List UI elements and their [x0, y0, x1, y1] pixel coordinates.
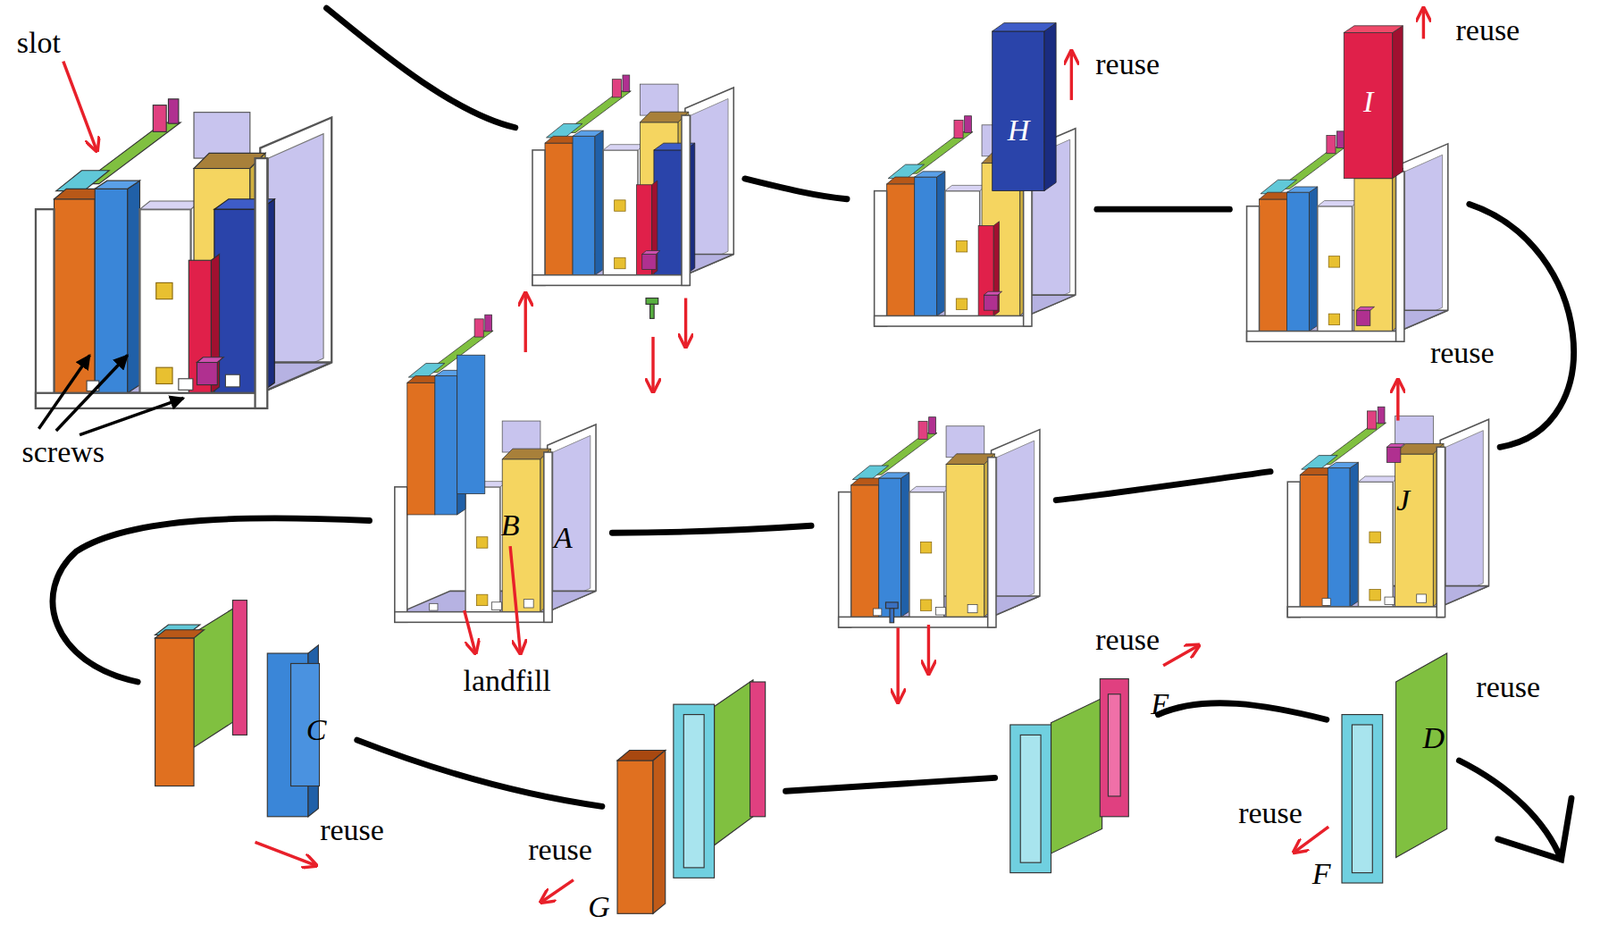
part-label: slot: [16, 27, 61, 59]
callout-letter: I: [1363, 86, 1374, 118]
action-label: reuse: [1475, 671, 1541, 703]
callout-letter: D: [1423, 722, 1446, 754]
assembly-stage: [532, 75, 734, 285]
callout-letter: C: [306, 714, 327, 746]
callout-letter: H: [1007, 115, 1031, 146]
action-label: reuse: [1455, 15, 1520, 46]
assembly-stage: [394, 314, 596, 622]
falling-screw: [885, 602, 898, 623]
action-label: reuse: [527, 834, 593, 865]
exploded-parts: [155, 600, 1448, 914]
action-label: reuse: [1430, 337, 1495, 369]
part-label: screws: [22, 436, 106, 468]
assembly-stage: [874, 23, 1076, 327]
motion-arrows: [63, 8, 1425, 903]
callout-letter: G: [587, 891, 611, 922]
callout-letter: A: [553, 522, 573, 553]
callout-letter: J: [1396, 485, 1410, 516]
action-label: reuse: [319, 814, 385, 846]
action-label: reuse: [1238, 797, 1303, 829]
callout-letter: E: [1150, 688, 1170, 720]
action-label: reuse: [1095, 49, 1160, 80]
callout-letter: B: [501, 510, 520, 541]
assembly-stage: [1247, 25, 1449, 342]
action-label: landfill: [463, 665, 552, 696]
assembly-stage: [838, 417, 1040, 628]
assembly-stage: [1287, 406, 1489, 617]
screw-leaders: [38, 354, 184, 435]
falling-screw: [645, 298, 659, 319]
action-label: reuse: [1095, 624, 1160, 655]
callout-letter: F: [1312, 858, 1332, 889]
full-assembly: [35, 99, 332, 409]
